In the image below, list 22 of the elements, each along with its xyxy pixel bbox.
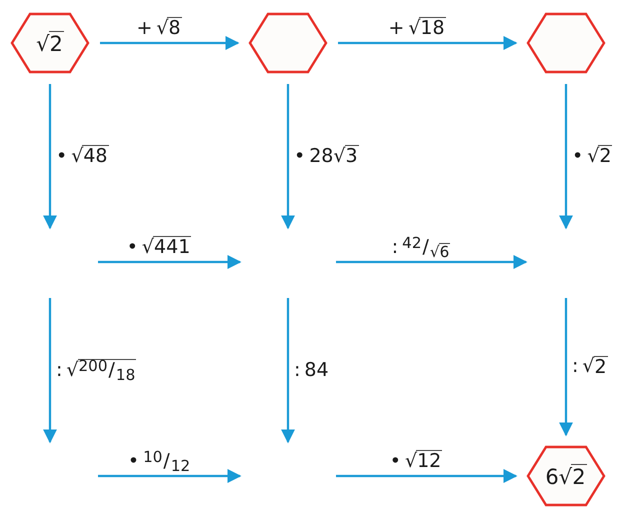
hexagon [526,445,606,507]
operation-label: : √2 [572,356,608,378]
operation-label: • 28√3 [294,145,359,167]
operation-label: + √18 [388,17,446,39]
operation-label: • √441 [126,236,192,258]
operation-label: • √2 [572,145,612,167]
arrow [281,84,295,230]
operation-label: : 84 [294,360,329,380]
hexagon [526,12,606,74]
arrow [559,84,573,230]
arrow [100,36,240,50]
operation-label: + √8 [136,17,182,39]
arrow [43,84,57,230]
arrow [338,36,518,50]
operation-label: • √48 [56,145,109,167]
hexagon [248,12,328,74]
node-value: 6√2 [545,464,587,488]
arrow [559,298,573,436]
operation-label: • √12 [390,450,442,472]
arrow [336,469,518,483]
hexagon [10,12,90,74]
node-value: √2 [36,30,64,56]
